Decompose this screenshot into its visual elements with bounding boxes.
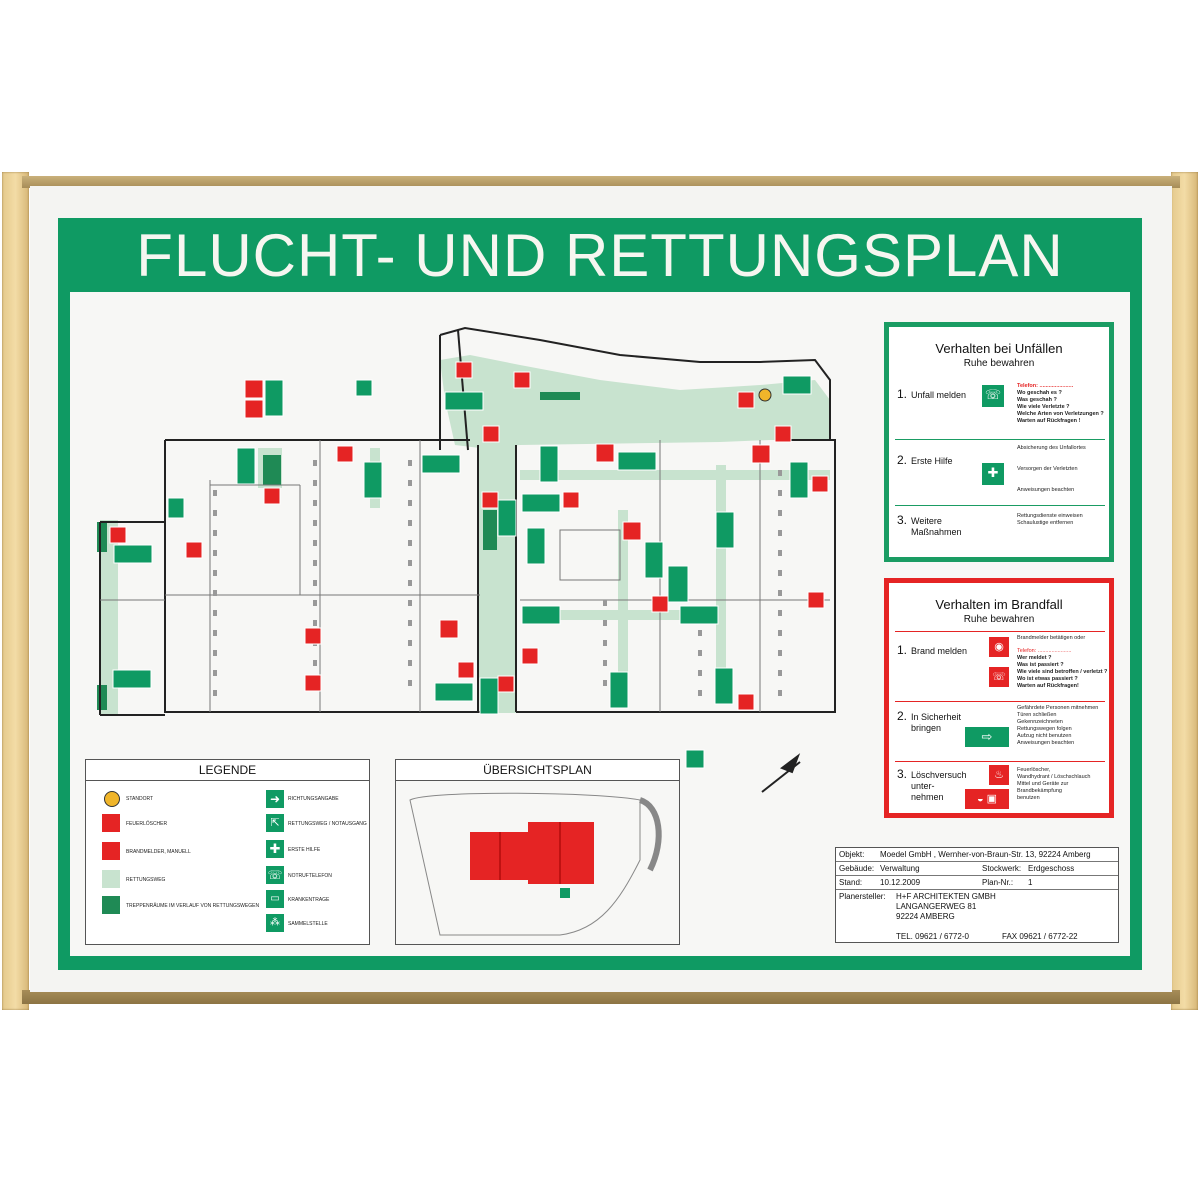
legend-extinguisher: FEUERLÖSCHER bbox=[126, 821, 168, 827]
fire-alarm-icon: ◉ bbox=[989, 637, 1009, 657]
fire-panel-title: Verhalten im Brandfall bbox=[935, 597, 1063, 612]
stairwells bbox=[97, 392, 580, 710]
emergency-exit-icon: ⇱ bbox=[266, 814, 284, 832]
rack-dashes bbox=[213, 460, 782, 700]
fire-divider-0 bbox=[895, 631, 1105, 632]
emergency-phone-icon: ☏ bbox=[982, 385, 1004, 407]
fire-notes-1: Brandmelder betätigen oder Telefon: ....… bbox=[1017, 635, 1108, 689]
tb-row-gebaeude: Gebäude: Verwaltung Stockwerk: Erdgescho… bbox=[836, 862, 1118, 876]
legend-box: LEGENDE STANDORT FEUERLÖSCHER BRANDMELDE… bbox=[85, 759, 370, 945]
legend-stretcher: KRANKENTRAGE bbox=[288, 897, 330, 903]
legend-title: LEGENDE bbox=[86, 760, 369, 781]
overview-map bbox=[409, 792, 662, 936]
standort-marker bbox=[758, 388, 772, 402]
assembly-point-icon: ⁂ bbox=[266, 914, 284, 932]
fire-notes-2: Gefährdete Personen mitnehmen Türen schl… bbox=[1017, 705, 1099, 746]
legend-first-aid: ERSTE HILFE bbox=[288, 847, 321, 853]
accident-step-2: 2.Erste Hilfe bbox=[897, 453, 953, 467]
frame-bottom bbox=[22, 990, 1180, 1004]
fire-panel: Verhalten im Brandfall Ruhe bewahren 1.B… bbox=[884, 578, 1114, 818]
legend-stairs: TREPPENRÄUME IM VERLAUF VON RETTUNGSWEGE… bbox=[126, 903, 260, 909]
accident-notes-3: Rettungsdienste einweisen Schaulustige e… bbox=[1017, 513, 1083, 526]
accident-notes-1: Telefon: ...................... Wo gesch… bbox=[1017, 383, 1104, 424]
fire-extinguisher-icon bbox=[102, 814, 120, 832]
tb-tel: TEL. 09621 / 6772-0 bbox=[896, 932, 969, 941]
route-swatch-icon bbox=[102, 870, 120, 888]
frame-rail-right bbox=[1171, 172, 1198, 1010]
title-block: Objekt: Moedel GmbH , Wernher-von-Braun-… bbox=[835, 847, 1119, 943]
legend-exit: RETTUNGSWEG / NOTAUSGANG bbox=[288, 821, 367, 827]
fire-markers bbox=[109, 361, 829, 711]
fire-divider-1 bbox=[895, 701, 1105, 702]
tb-fax: FAX 09621 / 6772-22 bbox=[1002, 932, 1078, 941]
accident-panel-subtitle: Ruhe bewahren bbox=[963, 358, 1035, 369]
legend-assembly: SAMMELSTELLE bbox=[288, 921, 328, 927]
accident-divider-1 bbox=[895, 439, 1105, 440]
legend-direction: RICHTUNGSANGABE bbox=[288, 796, 339, 802]
frame-rail-left bbox=[2, 172, 29, 1010]
walls bbox=[99, 326, 836, 716]
fire-hose-icon: ◒ ▣ bbox=[965, 789, 1009, 809]
tb-planer: Planersteller: bbox=[839, 892, 886, 901]
accident-divider-2 bbox=[895, 505, 1105, 506]
tb-planer-address: H+F ARCHITEKTEN GMBH LANGANGERWEG 81 922… bbox=[896, 892, 996, 921]
standort-icon bbox=[104, 791, 120, 807]
overview-box: ÜBERSICHTSPLAN bbox=[395, 759, 680, 945]
stretcher-icon: ▭ bbox=[266, 890, 284, 908]
frame-top bbox=[22, 176, 1180, 188]
stair-swatch-icon bbox=[102, 896, 120, 914]
fire-alarm-icon bbox=[102, 842, 120, 860]
fire-notes-3: Feuerlöscher, Wandhydrant / Löschschlauc… bbox=[1017, 767, 1091, 801]
first-aid-icon: ✚ bbox=[982, 463, 1004, 485]
legend-alarm: BRANDMELDER, MANUELL bbox=[126, 849, 191, 855]
accident-panel-title: Verhalten bei Unfällen bbox=[935, 341, 1063, 356]
legend-standort: STANDORT bbox=[126, 796, 154, 802]
legend-phone: NOTRUFTELEFON bbox=[288, 873, 332, 879]
first-aid-icon: ✚ bbox=[266, 840, 284, 858]
exit-signs bbox=[112, 375, 812, 769]
emergency-phone-icon: ☏ bbox=[266, 866, 284, 884]
tb-row-stand: Stand: 10.12.2009 Plan-Nr.: 1 bbox=[836, 876, 1118, 890]
tb-row-objekt: Objekt: Moedel GmbH , Wernher-von-Braun-… bbox=[836, 848, 1118, 862]
fire-step-1: 1.Brand melden bbox=[897, 643, 968, 657]
plan-title: FLUCHT- UND RETTUNGSPLAN bbox=[136, 222, 1064, 289]
accident-panel: Verhalten bei Unfällen Ruhe bewahren 1.U… bbox=[884, 322, 1114, 562]
accident-step-1: 1.Unfall melden bbox=[897, 387, 967, 401]
fire-divider-2 bbox=[895, 761, 1105, 762]
overview-title: ÜBERSICHTSPLAN bbox=[396, 760, 679, 781]
north-arrow bbox=[761, 753, 801, 793]
accident-notes-2: Absicherung des Unfallortes Versorgen de… bbox=[1017, 445, 1086, 493]
escape-direction-icon: ⇨ bbox=[965, 727, 1009, 747]
legend-route: RETTUNGSWEG bbox=[126, 877, 166, 883]
fire-panel-subtitle: Ruhe bewahren bbox=[963, 614, 1035, 625]
fire-extinguisher-icon: ♨ bbox=[989, 765, 1009, 785]
direction-arrow-icon: ➜ bbox=[266, 790, 284, 808]
fire-phone-icon: ☏ bbox=[989, 667, 1009, 687]
